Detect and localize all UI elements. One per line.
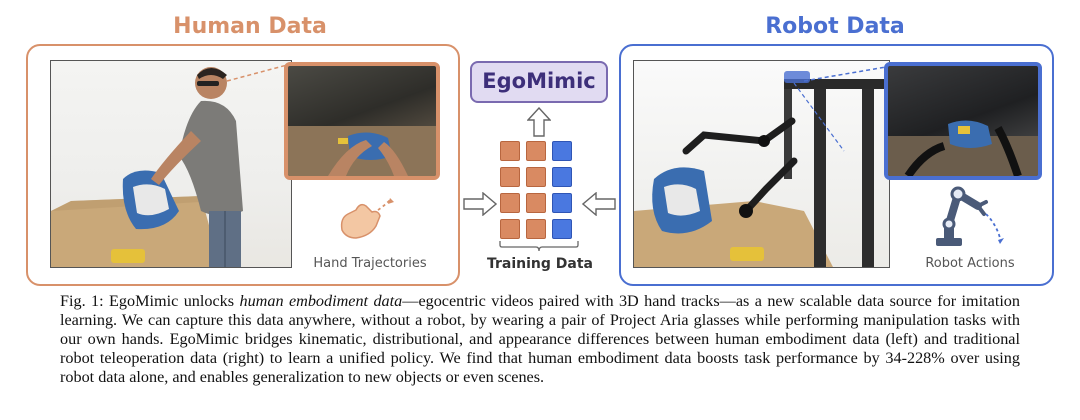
arrow-left-icon	[581, 191, 616, 217]
human-data-cell	[500, 219, 520, 239]
robot-data-title: Robot Data	[765, 14, 905, 39]
robot-arm-icon	[926, 180, 1010, 250]
arrow-up-icon	[526, 106, 552, 137]
human-data-title: Human Data	[173, 14, 327, 39]
arrow-right-icon	[463, 191, 498, 217]
hand-trajectories-label: Hand Trajectories	[313, 256, 427, 271]
human-data-panel	[26, 44, 460, 286]
robot-demo-illustration	[634, 66, 887, 267]
hand-icon	[336, 196, 396, 246]
human-demo-photo	[50, 60, 292, 268]
human-data-cell	[500, 167, 520, 187]
robot-data-cell	[552, 193, 572, 213]
human-egocentric-view	[284, 62, 440, 180]
robot-data-cell	[552, 167, 572, 187]
training-data-label: Training Data	[487, 256, 593, 272]
egomimic-box	[470, 61, 608, 103]
robot-data-cell	[552, 141, 572, 161]
robot-egocentric-view	[884, 62, 1042, 180]
caption-emphasis: human embodiment data	[239, 292, 403, 310]
grid-bracket	[498, 238, 580, 252]
egocentric-view-illustration	[288, 126, 436, 176]
caption-label: Fig. 1:	[60, 292, 104, 310]
human-demo-illustration	[51, 64, 288, 267]
figure-caption: Fig. 1: EgoMimic unlocks human embodimen…	[60, 292, 1020, 387]
caption-text-before: EgoMimic unlocks	[103, 292, 240, 310]
human-data-cell	[500, 193, 520, 213]
human-data-cell	[526, 193, 546, 213]
human-data-cell	[500, 141, 520, 161]
caption-text-after: —egocentric videos paired with 3D hand t…	[60, 292, 1020, 386]
robot-data-panel	[619, 44, 1054, 286]
training-data-grid	[500, 141, 580, 251]
human-data-cell	[526, 219, 546, 239]
egomimic-title: EgoMimic	[482, 69, 596, 93]
robot-demo-photo	[633, 60, 890, 268]
human-data-cell	[526, 167, 546, 187]
robot-view-illustration	[888, 120, 1038, 176]
robot-actions-label: Robot Actions	[925, 256, 1015, 271]
human-data-cell	[526, 141, 546, 161]
robot-data-cell	[552, 219, 572, 239]
